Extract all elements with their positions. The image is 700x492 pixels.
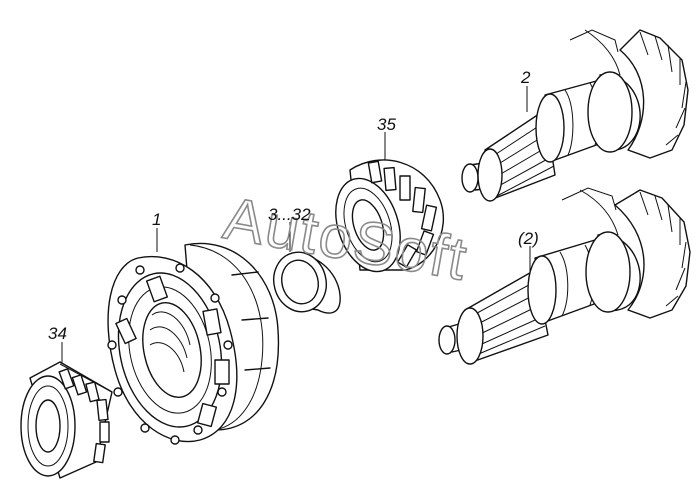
tapered-bearing-right bbox=[335, 159, 445, 273]
callout-ring: 3...32 bbox=[268, 205, 311, 224]
bearing-rollers-left bbox=[58, 368, 110, 464]
lower-shaft-splines bbox=[467, 279, 546, 357]
tapered-bearing-left bbox=[20, 361, 113, 479]
callout-bearing-left: 34 bbox=[48, 324, 67, 343]
spacer-ring bbox=[273, 251, 341, 314]
callout-hub: 1 bbox=[152, 210, 162, 229]
hub-ribs bbox=[115, 275, 230, 428]
gear-shaft-lower bbox=[438, 187, 691, 365]
lower-bevel-gear-teeth bbox=[561, 187, 691, 319]
callout-gear-shaft-alt: (2) bbox=[518, 229, 539, 248]
callout-gear-shaft: 2 bbox=[521, 68, 531, 87]
upper-bevel-gear-teeth bbox=[569, 29, 689, 159]
upper-shaft-splines bbox=[489, 119, 555, 197]
gear-shaft-upper bbox=[461, 29, 689, 202]
callout-bearing-right: 35 bbox=[377, 115, 396, 134]
wheel-hub bbox=[107, 242, 280, 445]
bearing-rollers-right bbox=[367, 160, 438, 268]
hub-bolt-holes bbox=[107, 263, 233, 445]
leader-lines bbox=[61, 86, 531, 364]
